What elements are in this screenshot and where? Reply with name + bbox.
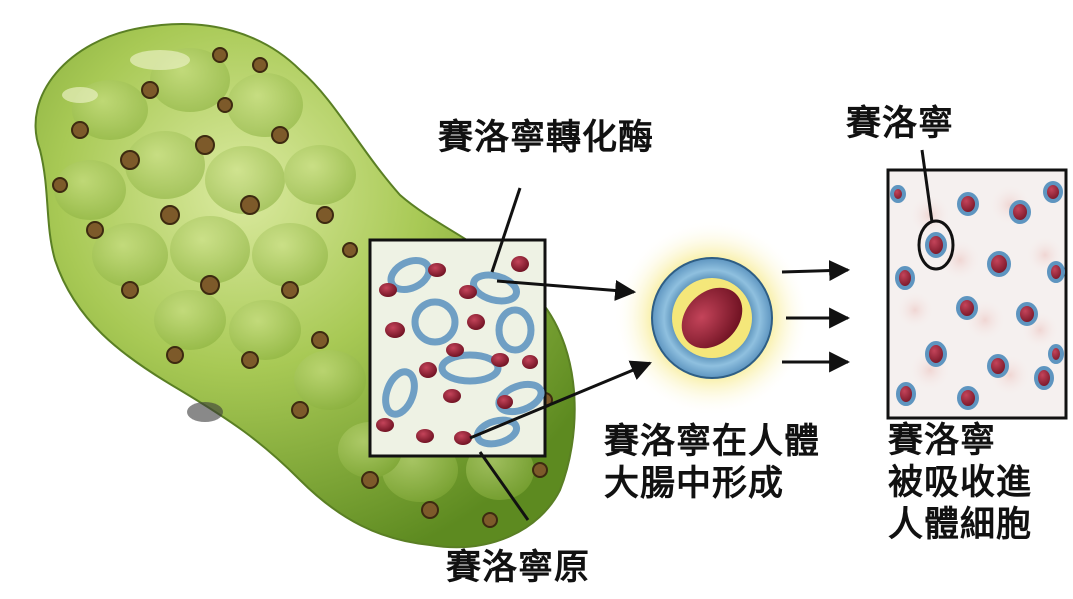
arrow-absorb-1 bbox=[782, 270, 848, 272]
formation-label: 賽洛寧在人體 大腸中形成 bbox=[604, 421, 820, 505]
proxeronine-panel bbox=[370, 240, 545, 456]
body-cells-panel bbox=[888, 170, 1066, 418]
proxeronine-label: 賽洛寧原 bbox=[446, 547, 590, 589]
absorption-label-line-2: 被吸收進 bbox=[888, 462, 1032, 504]
absorption-label-line-3: 人體細胞 bbox=[888, 504, 1032, 546]
formation-label-line-2: 大腸中形成 bbox=[604, 463, 820, 505]
absorption-label-line-1: 賽洛寧 bbox=[888, 420, 1032, 462]
formation-label-line-1: 賽洛寧在人體 bbox=[604, 421, 820, 463]
absorption-label: 賽洛寧 被吸收進 人體細胞 bbox=[888, 420, 1032, 546]
enzyme-label: 賽洛寧轉化酶 bbox=[438, 117, 654, 159]
xeronine-label: 賽洛寧 bbox=[846, 103, 954, 145]
xeronine-forming-cell bbox=[614, 220, 810, 416]
